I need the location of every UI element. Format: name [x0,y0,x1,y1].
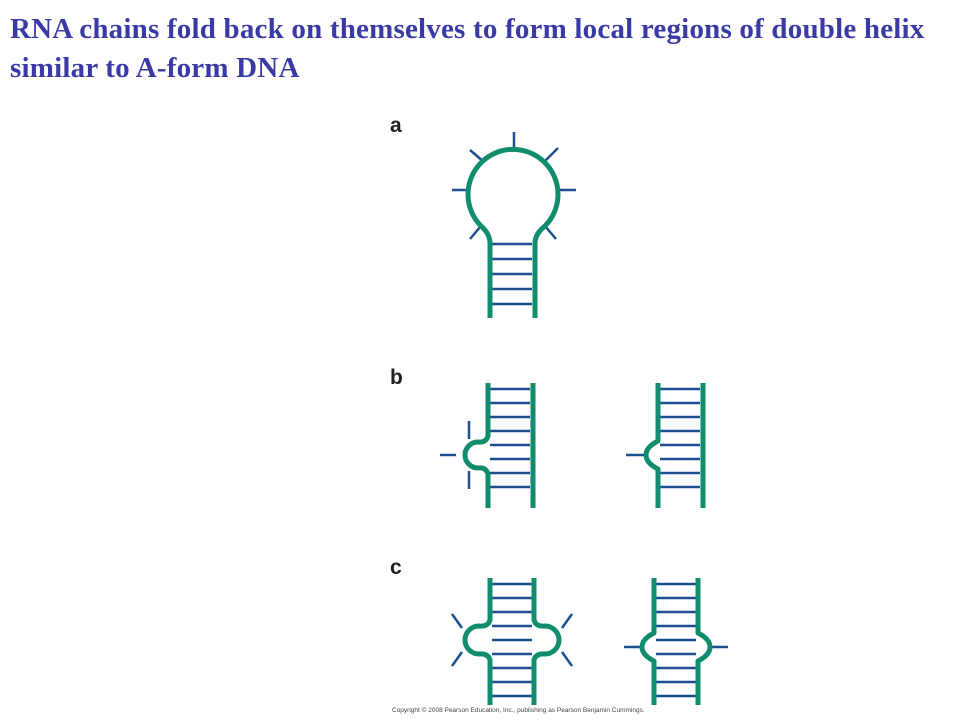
bulge-base-pairs [490,387,530,489]
slide-title: RNA chains fold back on themselves to fo… [10,13,925,84]
symmetric-loop-backbone-left [639,578,657,705]
internal-loop-bases [450,613,574,667]
bulge-bases [440,421,471,489]
internal-loop-backbone-left [462,578,493,705]
single-bulge-base-pairs [660,387,700,489]
copyright-notice: Copyright © 2008 Pearson Education, Inc.… [392,707,645,714]
hairpin-base-pairs [492,242,532,306]
hairpin-loop-diagram [452,132,576,318]
symmetric-loop-base-pairs [656,582,696,698]
panel-label-a: a [390,114,402,137]
single-bulge-backbone-left [643,383,661,508]
panel-label-b: b [390,366,403,389]
internal-loop-backbone-right [531,578,562,705]
symmetric-internal-loop-diagram [624,578,728,705]
bulge-backbone-left [462,383,491,508]
internal-loop-base-pairs [492,582,532,698]
internal-loop-diagram [450,578,574,705]
single-base-bulge-diagram [626,383,706,508]
bulge-loop-diagram [440,383,536,508]
hairpin-backbone [465,146,561,318]
symmetric-loop-backbone-right [695,578,713,705]
panel-label-c: c [390,556,402,579]
